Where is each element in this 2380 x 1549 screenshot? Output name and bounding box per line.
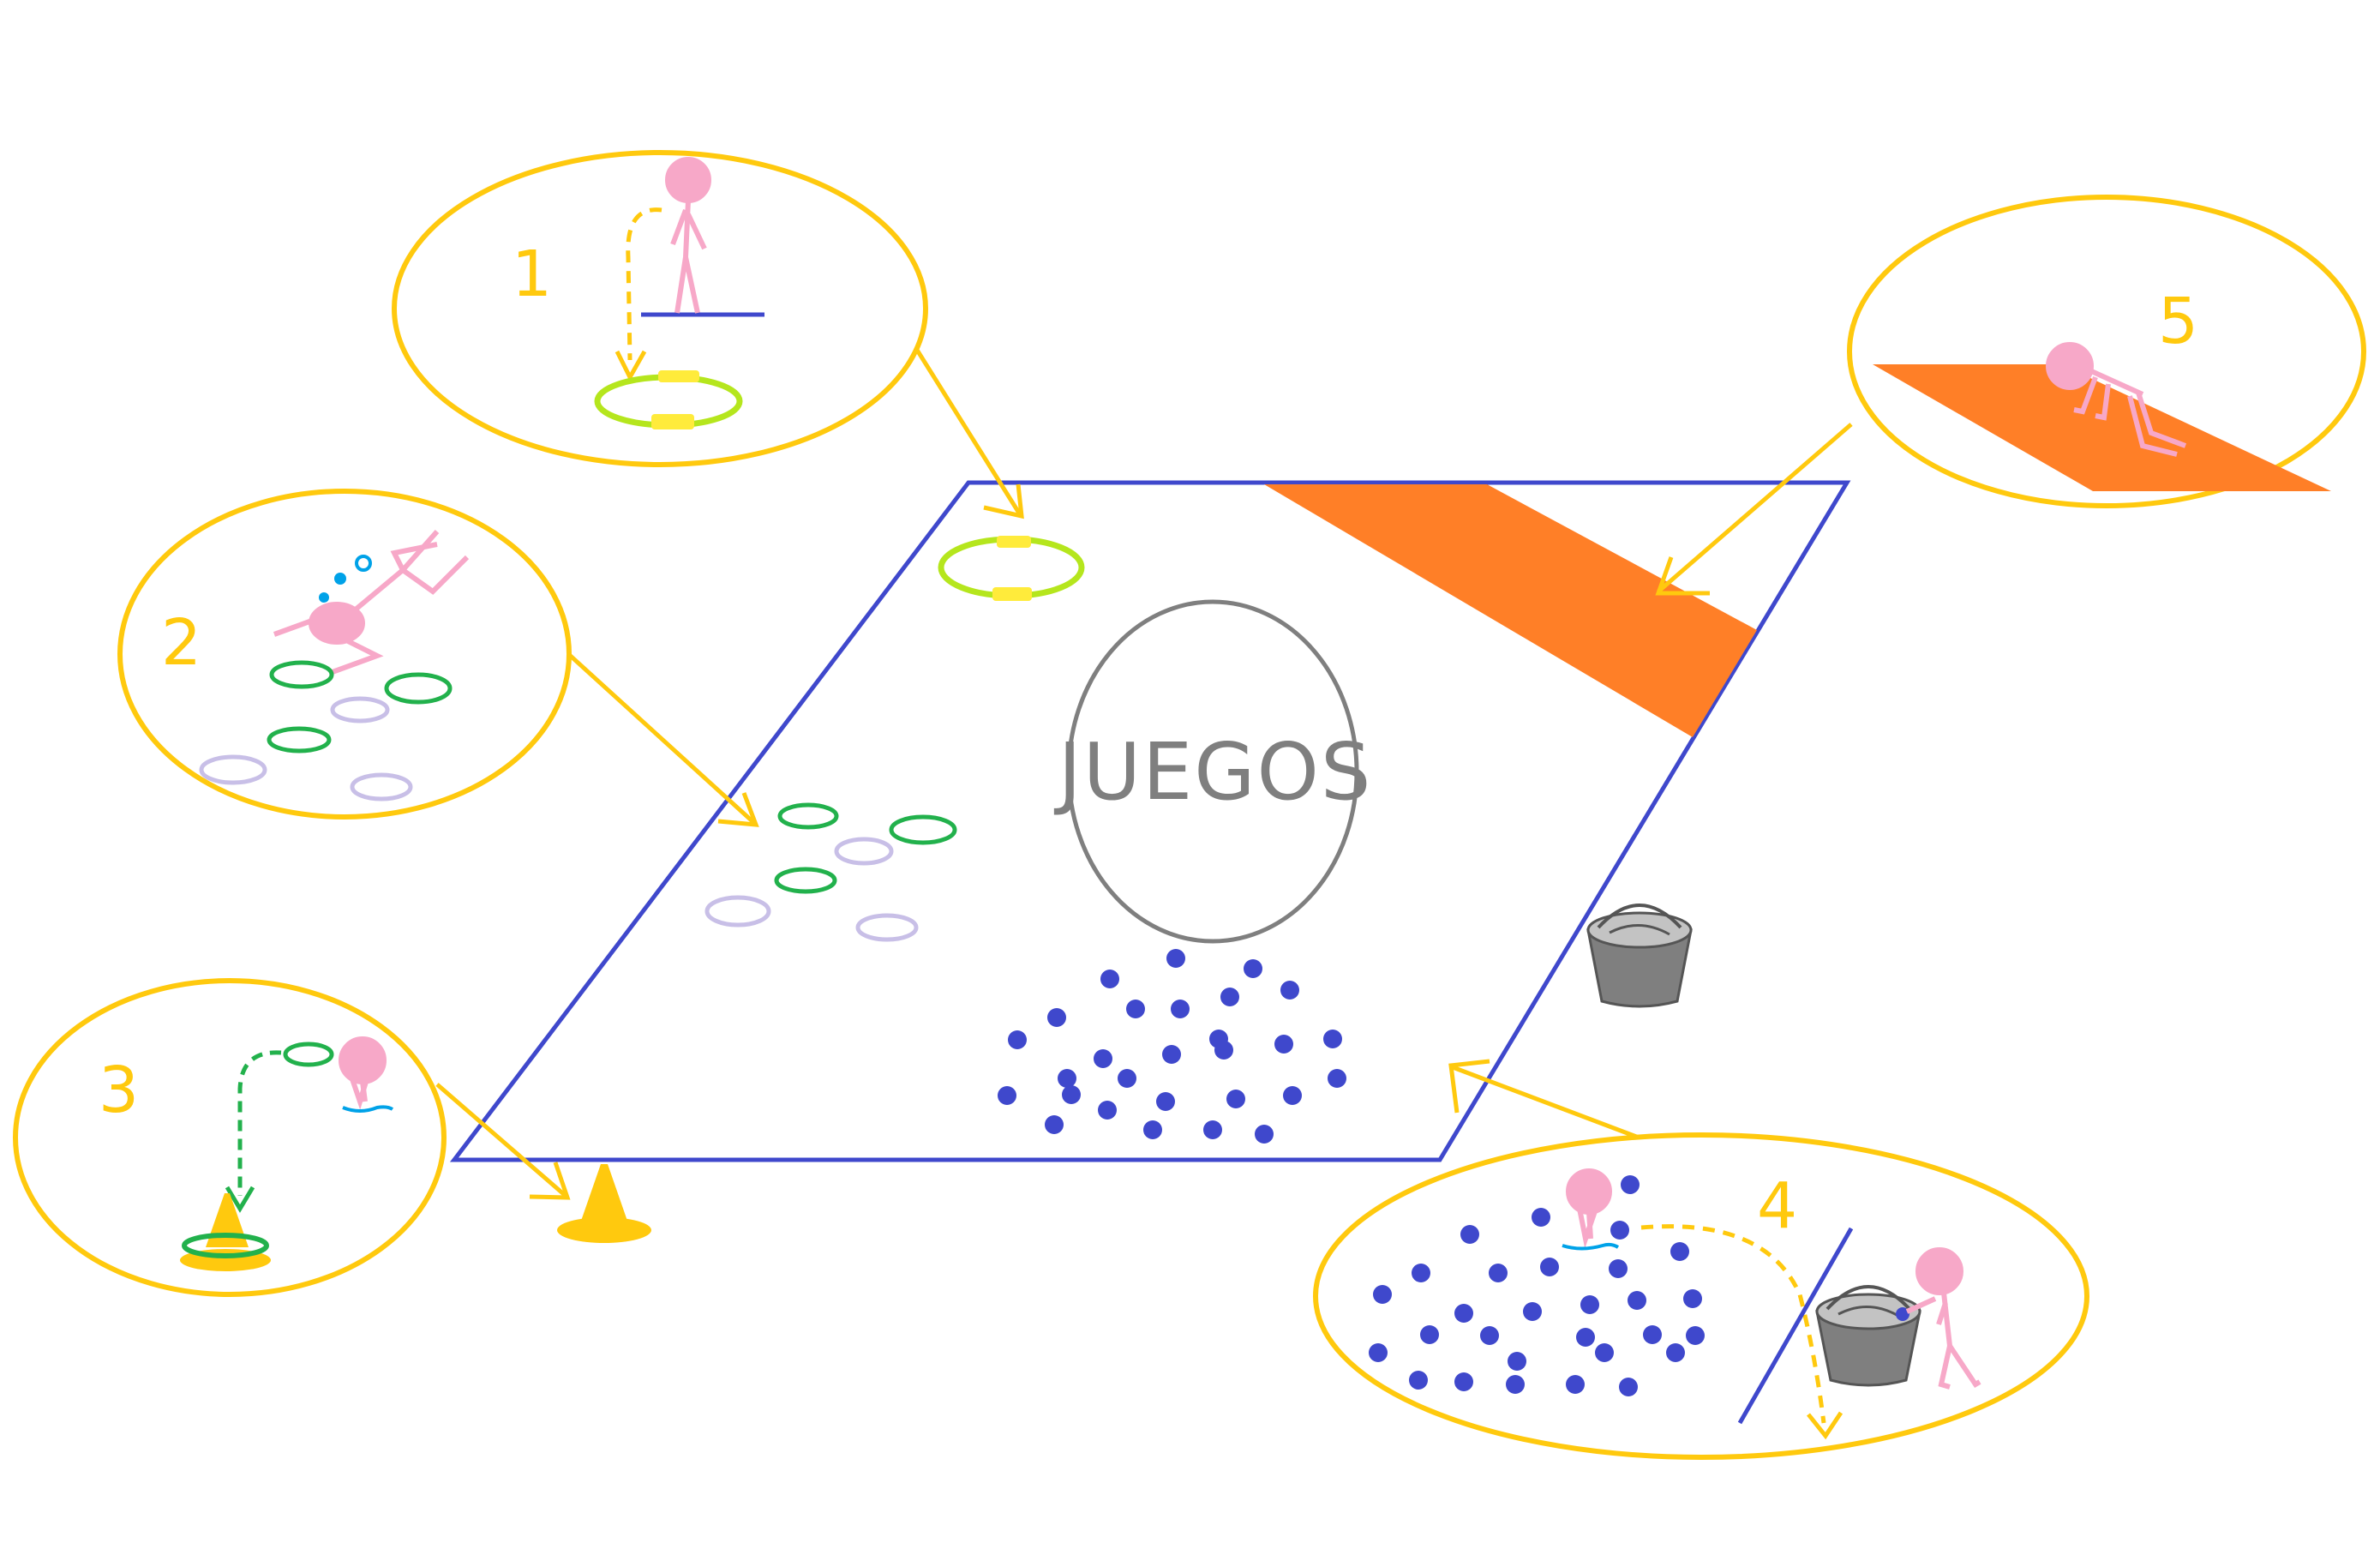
figure-jumping-icon xyxy=(273,530,470,675)
ball-icon xyxy=(1480,1326,1499,1345)
ball-icon xyxy=(1610,1221,1629,1240)
ball-icon xyxy=(1489,1264,1508,1282)
ball-icon xyxy=(1047,1008,1066,1027)
games-area: JUEGOS xyxy=(1054,599,1373,944)
ball-icon xyxy=(1412,1264,1430,1282)
ball-icon xyxy=(1523,1302,1542,1321)
games-label: JUEGOS xyxy=(1054,726,1373,818)
ball-icon xyxy=(1098,1101,1117,1120)
ball-icon xyxy=(1409,1371,1428,1390)
figure-crawling-icon xyxy=(2046,342,2187,457)
ball-icon xyxy=(1508,1352,1526,1371)
ball-icon xyxy=(1203,1120,1222,1139)
ball-icon xyxy=(1369,1343,1388,1362)
callout-station-4: 4 xyxy=(1313,1132,2089,1460)
ball-icon xyxy=(1643,1325,1662,1344)
ball-icon xyxy=(1619,1378,1638,1396)
ball-icon xyxy=(1595,1343,1614,1362)
ball-icon xyxy=(1058,1069,1076,1088)
jump-path-icon xyxy=(626,207,662,361)
field-hoop-station-1 xyxy=(938,536,1085,601)
ball-icon xyxy=(1100,970,1119,988)
ball-icon xyxy=(1255,1125,1274,1144)
ball-icon xyxy=(1166,949,1185,968)
station-2-number: 2 xyxy=(161,606,201,680)
ball-icon xyxy=(1628,1291,1646,1310)
station-5-number: 5 xyxy=(2158,285,2198,358)
ball-icon xyxy=(1045,1115,1064,1134)
figure-picking-icon xyxy=(1566,1168,1612,1249)
ball-icon xyxy=(1274,1035,1293,1054)
ball-icon xyxy=(1094,1049,1112,1068)
callout-station-5: 5 xyxy=(1847,195,2366,508)
ball-icon xyxy=(1214,1041,1233,1060)
station-3-number: 3 xyxy=(99,1054,139,1127)
ball-icon xyxy=(1454,1372,1473,1391)
playing-field xyxy=(449,480,1851,1162)
ball-icon xyxy=(1576,1328,1595,1347)
ball-icon xyxy=(1008,1030,1027,1049)
callout-station-3: 3 xyxy=(13,978,447,1297)
ball-icon xyxy=(1171,1000,1190,1018)
callout-station-1: 1 xyxy=(392,150,928,467)
ball-icon xyxy=(1226,1090,1245,1108)
field-bucket-icon xyxy=(1586,904,1693,1008)
field-hoops-station-2 xyxy=(704,802,957,942)
callout-connectors xyxy=(435,345,1853,1200)
ball-icon xyxy=(1420,1325,1439,1344)
ball-icon xyxy=(1323,1030,1342,1048)
callout-station-2: 2 xyxy=(117,489,572,820)
ball-icon xyxy=(1283,1086,1302,1105)
field-balls xyxy=(998,949,1346,1144)
station-4-number: 4 xyxy=(1757,1169,1797,1243)
mat-icon xyxy=(1873,364,2331,491)
ball-icon xyxy=(1666,1343,1685,1362)
ball-icon xyxy=(1506,1375,1525,1394)
ball-icon xyxy=(1566,1375,1585,1394)
ball-icon xyxy=(1540,1258,1559,1276)
figure-standing-icon xyxy=(665,157,711,314)
ball-icon xyxy=(1532,1208,1550,1227)
ball-icon xyxy=(1621,1175,1640,1194)
ball-icon xyxy=(1609,1259,1628,1278)
figure-dropping-icon xyxy=(1905,1247,1981,1390)
ball-icon xyxy=(1280,981,1299,1000)
ball-icon xyxy=(1126,1000,1145,1018)
ball-icon xyxy=(1454,1304,1473,1323)
ball-icon xyxy=(1580,1295,1599,1314)
ball-icon xyxy=(1143,1120,1162,1139)
station-1-number: 1 xyxy=(512,237,552,311)
figure-throwing-icon xyxy=(339,1036,387,1110)
ball-icon xyxy=(1683,1289,1702,1308)
ball-icon xyxy=(1460,1225,1479,1244)
crawl-mat xyxy=(1264,484,1757,737)
ball-icon xyxy=(1328,1069,1346,1088)
ball-icon xyxy=(998,1086,1016,1105)
bucket-icon xyxy=(1815,1285,1921,1387)
ball-icon xyxy=(1162,1045,1181,1064)
ball-icon xyxy=(1118,1069,1136,1088)
ball-icon xyxy=(1062,1085,1081,1104)
balls-pile-icon xyxy=(1369,1175,1705,1396)
ball-icon xyxy=(1244,959,1262,978)
ball-icon xyxy=(1670,1242,1689,1261)
ball-icon xyxy=(1686,1326,1705,1345)
ball-icon xyxy=(1220,988,1239,1006)
field-cone-icon xyxy=(557,1164,651,1243)
ball-icon xyxy=(1373,1285,1392,1304)
ball-icon xyxy=(1156,1092,1175,1111)
